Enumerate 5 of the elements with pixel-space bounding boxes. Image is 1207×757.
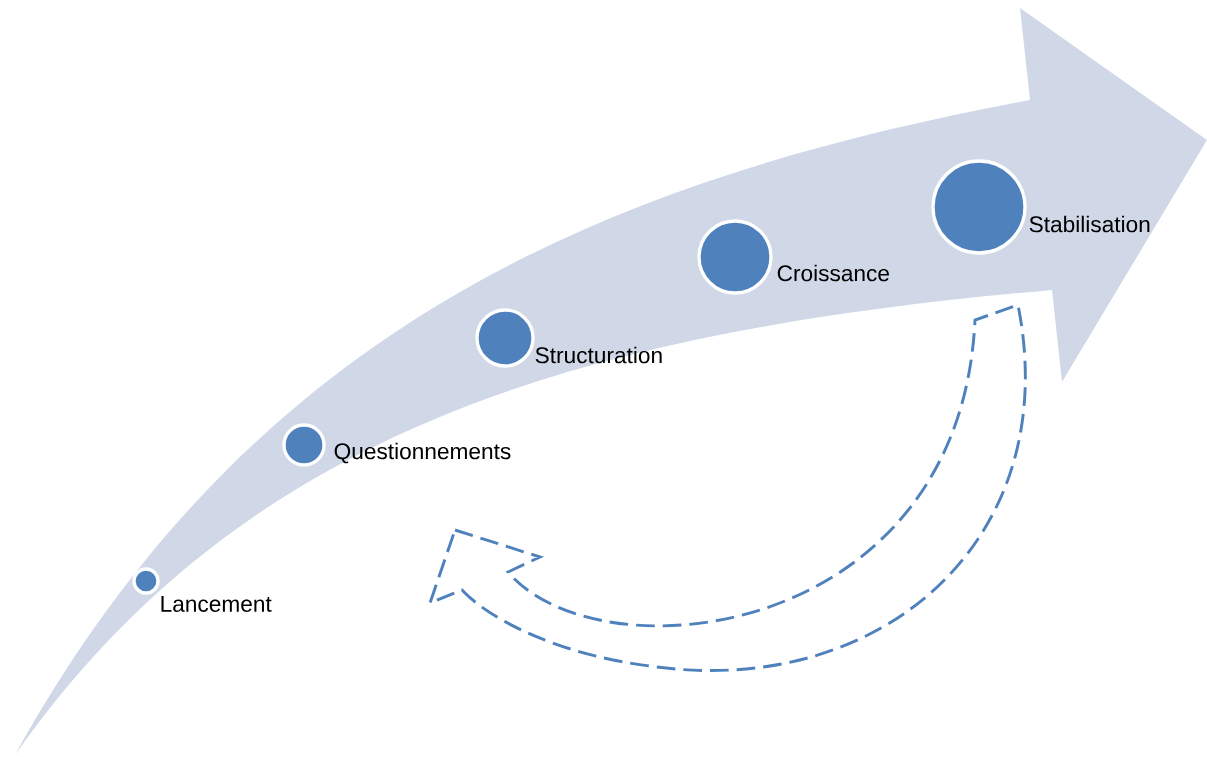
stage-label: Stabilisation xyxy=(1029,215,1150,233)
stage-label: Lancement xyxy=(161,596,272,612)
stage-label: Questionnements xyxy=(334,442,511,464)
stage-label: Croissance xyxy=(777,264,889,282)
stage-label: Structuration xyxy=(535,346,662,364)
